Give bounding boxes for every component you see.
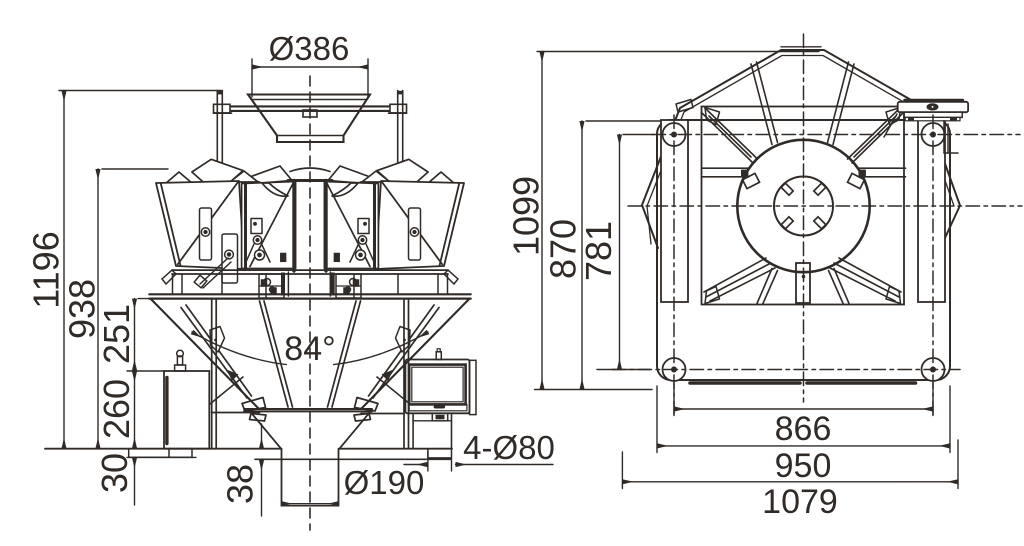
- svg-text:1196: 1196: [26, 231, 67, 308]
- svg-text:1079: 1079: [762, 483, 838, 521]
- svg-text:30: 30: [94, 453, 135, 493]
- svg-text:Ø386: Ø386: [269, 30, 350, 67]
- svg-text:1099: 1099: [506, 176, 547, 256]
- svg-text:950: 950: [775, 447, 832, 485]
- svg-text:866: 866: [775, 410, 832, 448]
- svg-text:Ø190: Ø190: [344, 464, 425, 501]
- svg-text:870: 870: [543, 219, 584, 279]
- svg-text:4-Ø80: 4-Ø80: [463, 429, 555, 466]
- svg-text:938: 938: [62, 279, 103, 339]
- svg-text:251: 251: [96, 304, 137, 364]
- svg-text:38: 38: [220, 464, 261, 504]
- svg-text:781: 781: [578, 221, 619, 281]
- svg-text:84°: 84°: [284, 330, 335, 368]
- svg-text:260: 260: [96, 379, 137, 439]
